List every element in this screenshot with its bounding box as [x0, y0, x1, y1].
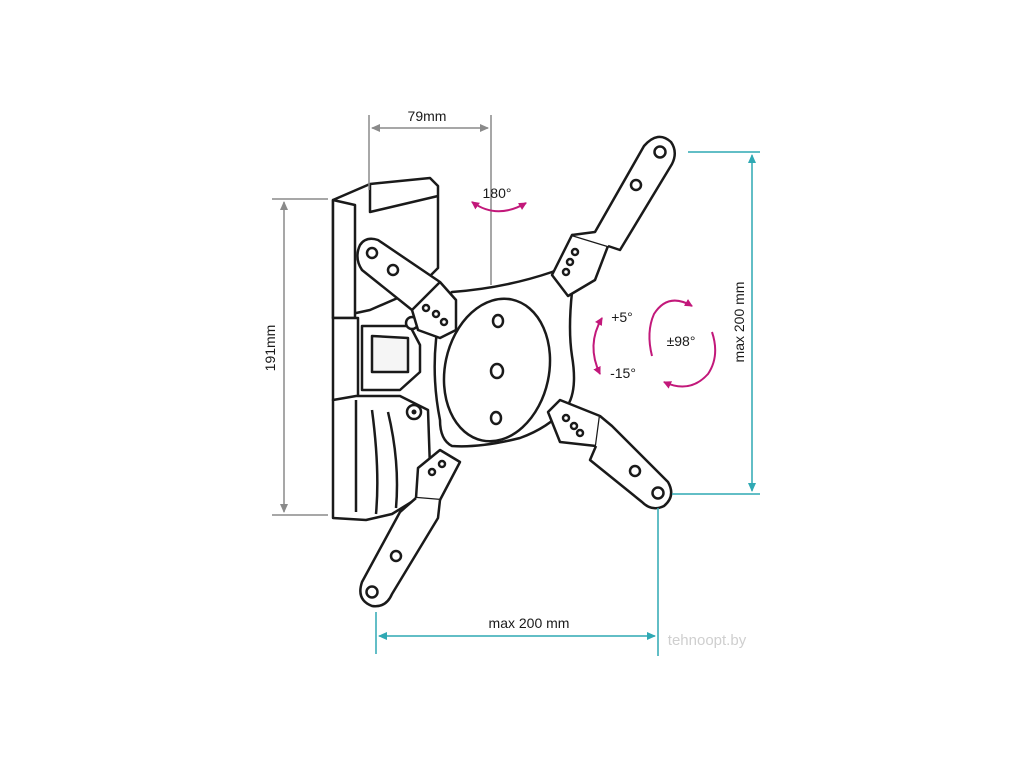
depth-label: 79mm: [408, 108, 447, 124]
tilt-arrow: [592, 317, 603, 375]
dimension-depth: [368, 115, 492, 285]
tilt-down-label: -15°: [610, 365, 636, 381]
vesa-plate: [433, 267, 577, 448]
dimension-height: [272, 198, 328, 516]
watermark: tehnoopt.by: [668, 632, 747, 649]
wall-plate: [331, 176, 440, 522]
rotate-arrow: [648, 299, 717, 389]
height-label: 191mm: [262, 325, 278, 372]
rotate-label: ±98°: [667, 333, 696, 349]
arm-upper-left: [356, 237, 458, 340]
vesa-horizontal-label: max 200 mm: [489, 615, 570, 631]
arm-lower-right: [546, 398, 673, 510]
swivel-label: 180°: [483, 185, 512, 201]
vesa-vertical-label: max 200 mm: [731, 282, 747, 363]
arm-lower-left: [359, 448, 462, 608]
tilt-up-label: +5°: [611, 309, 633, 325]
arm-upper-right: [550, 135, 676, 298]
dimension-vesa-vertical: [672, 151, 760, 495]
dimension-vesa-horizontal: [375, 508, 659, 656]
swivel-arrow: [471, 201, 527, 213]
